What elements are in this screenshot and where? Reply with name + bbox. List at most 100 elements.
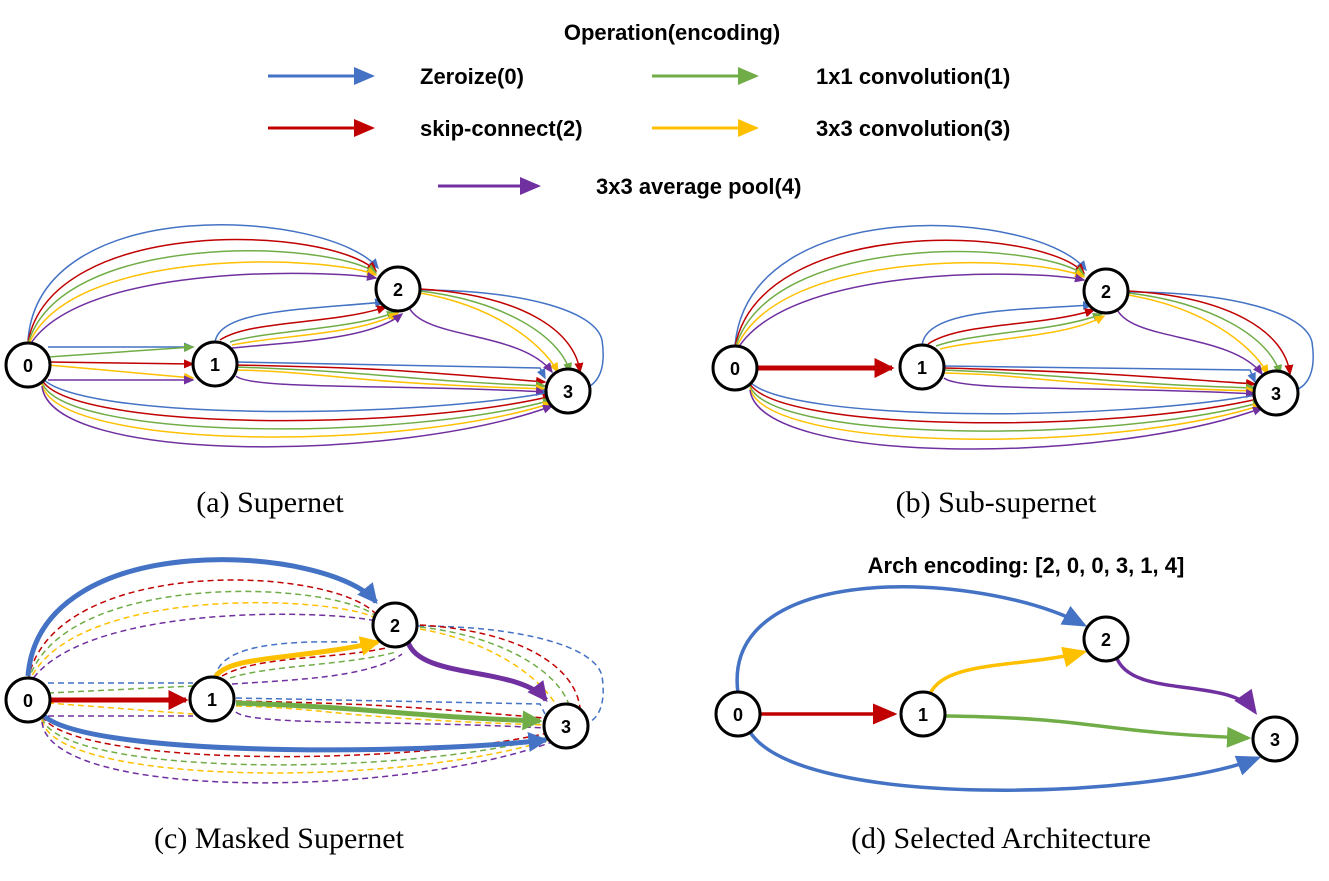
node-1: 1	[188, 675, 236, 723]
edge-2-3-skip-masked	[419, 624, 581, 709]
svg-text:3: 3	[561, 717, 571, 737]
edge-0-1-skip	[47, 359, 195, 369]
edge-0-3-skip	[749, 383, 1264, 424]
edge-0-2-avgpool	[27, 272, 378, 349]
edge-0-2-zeroize	[27, 223, 379, 341]
edge-1-2-conv3x3-selected	[212, 636, 381, 680]
edge-0-3-conv1x1	[749, 385, 1264, 432]
edge-0-2-skip-masked	[27, 579, 377, 681]
node-0: 0	[4, 341, 52, 389]
edge-0-2-conv1x1	[27, 250, 378, 345]
edge-1-3-conv1x1-selected	[235, 700, 543, 731]
svg-text:3: 3	[1270, 730, 1280, 750]
node-3: 3	[542, 702, 590, 750]
legend-item-avgpool: 3x3 average pool(4)	[438, 174, 801, 199]
svg-text:1: 1	[207, 690, 217, 710]
svg-text:3: 3	[1271, 384, 1281, 404]
edge-1-3-avgpool	[235, 375, 547, 396]
edge-1-2-skip	[219, 305, 388, 341]
caption-d: (d) Selected Architecture	[851, 822, 1151, 855]
edge-0-2-skip	[734, 239, 1086, 348]
legend-label-zeroize: Zeroize(0)	[420, 64, 524, 89]
edge-0-2-zeroize	[734, 224, 1087, 346]
node-2: 2	[1082, 267, 1130, 315]
edge-2-3-zeroize	[1126, 291, 1314, 397]
node-3: 3	[544, 367, 592, 415]
edge-0-2-conv3x3	[27, 261, 378, 347]
edge-0-3-zeroize	[749, 381, 1264, 415]
edge-0-3-conv3x3	[749, 387, 1264, 440]
edge-1-3-avgpool-masked	[235, 711, 546, 729]
edge-2-3-conv1x1	[419, 290, 572, 374]
edge-1-2-conv1x1	[229, 311, 398, 343]
edge-0-3-avgpool-masked	[41, 721, 553, 784]
panel-a-supernet: 0 1 2 3 (a) Supernet	[4, 223, 604, 519]
edge-1-2-skip	[927, 308, 1096, 345]
svg-text:2: 2	[390, 616, 400, 636]
edge-1-2-conv3x3	[231, 312, 400, 346]
arch-encoding: Arch encoding: [2, 0, 0, 3, 1, 4]	[868, 553, 1185, 578]
node-3: 3	[1251, 715, 1299, 763]
svg-text:0: 0	[23, 691, 33, 711]
legend-title: Operation(encoding)	[564, 20, 780, 45]
edge-1-2-conv1x1	[935, 313, 1104, 347]
edge-0-1-conv3x3-masked	[47, 702, 194, 715]
edge-1-3-conv3x3-masked	[235, 705, 546, 726]
svg-text:1: 1	[918, 705, 928, 725]
edge-0-2-conv1x1-masked	[27, 590, 377, 683]
svg-text:2: 2	[1101, 282, 1111, 302]
svg-text:1: 1	[917, 358, 927, 378]
edge-2-3-conv3x3-masked	[419, 628, 559, 709]
caption-b: (b) Sub-supernet	[896, 486, 1097, 519]
edge-0-2-avgpool	[734, 273, 1086, 354]
legend-item-conv1x1: 1x1 convolution(1)	[652, 64, 1010, 89]
legend-label-conv3x3: 3x3 convolution(3)	[816, 116, 1010, 141]
edge-2-3-zeroize	[417, 289, 604, 395]
edge-1-3-conv1x1	[943, 369, 1257, 393]
legend-item-zeroize: Zeroize(0)	[268, 64, 524, 89]
edge-0-3-conv1x1-masked	[41, 717, 553, 766]
node-2: 2	[371, 601, 419, 649]
edge-1-3-skip	[235, 364, 547, 386]
node-1: 1	[898, 343, 946, 391]
edge-1-2-zeroize-masked	[214, 641, 385, 679]
edge-0-3-conv3x3	[41, 383, 554, 438]
edge-0-3-zeroize	[41, 377, 554, 413]
edge-0-2-zeroize	[735, 585, 1088, 694]
legend-label-avgpool: 3x3 average pool(4)	[596, 174, 801, 199]
node-2: 2	[374, 265, 422, 313]
edge-2-3-zeroize-masked	[417, 625, 604, 727]
edge-1-2-avgpool-masked	[231, 653, 403, 685]
edge-1-3-conv1x1	[945, 714, 1252, 748]
edge-2-3-conv3x3	[419, 292, 559, 374]
node-2: 2	[1082, 615, 1130, 663]
edge-0-2-conv3x3	[734, 262, 1086, 352]
edge-1-3-zeroize	[943, 365, 1256, 384]
edge-0-1-conv3x3	[47, 364, 195, 382]
edge-2-3-conv1x1	[1127, 292, 1282, 376]
edge-1-3-conv3x3	[235, 369, 547, 394]
edge-0-3-avgpool	[41, 385, 554, 448]
edge-2-3-conv1x1-masked	[419, 626, 571, 709]
legend-item-conv3x3: 3x3 convolution(3)	[652, 116, 1010, 141]
edge-2-3-avgpool	[1115, 306, 1263, 376]
edge-2-3-conv3x3	[1127, 294, 1269, 376]
svg-text:0: 0	[23, 356, 33, 376]
caption-c: (c) Masked Supernet	[154, 822, 405, 855]
edge-1-2-avgpool	[231, 313, 404, 349]
edge-2-3-avgpool	[407, 304, 553, 374]
edge-0-2-skip	[27, 238, 378, 343]
edge-1-2-conv3x3	[939, 315, 1106, 350]
edge-0-3-zeroize	[748, 731, 1262, 792]
panel-c-masked-supernet: 0 1 2 3 (c) Masked Supernet	[4, 557, 604, 855]
edge-0-3-zeroize-selected	[40, 712, 549, 753]
edge-0-3-conv1x1	[41, 381, 554, 430]
edge-1-3-skip	[943, 367, 1257, 388]
svg-text:0: 0	[733, 705, 743, 725]
edge-1-2-conv1x1-masked	[229, 651, 397, 679]
edge-1-3-conv1x1	[235, 366, 547, 391]
edge-0-3-avgpool	[749, 389, 1264, 450]
edge-0-2-avgpool-masked	[27, 613, 377, 687]
legend-label-conv1x1: 1x1 convolution(1)	[816, 64, 1010, 89]
